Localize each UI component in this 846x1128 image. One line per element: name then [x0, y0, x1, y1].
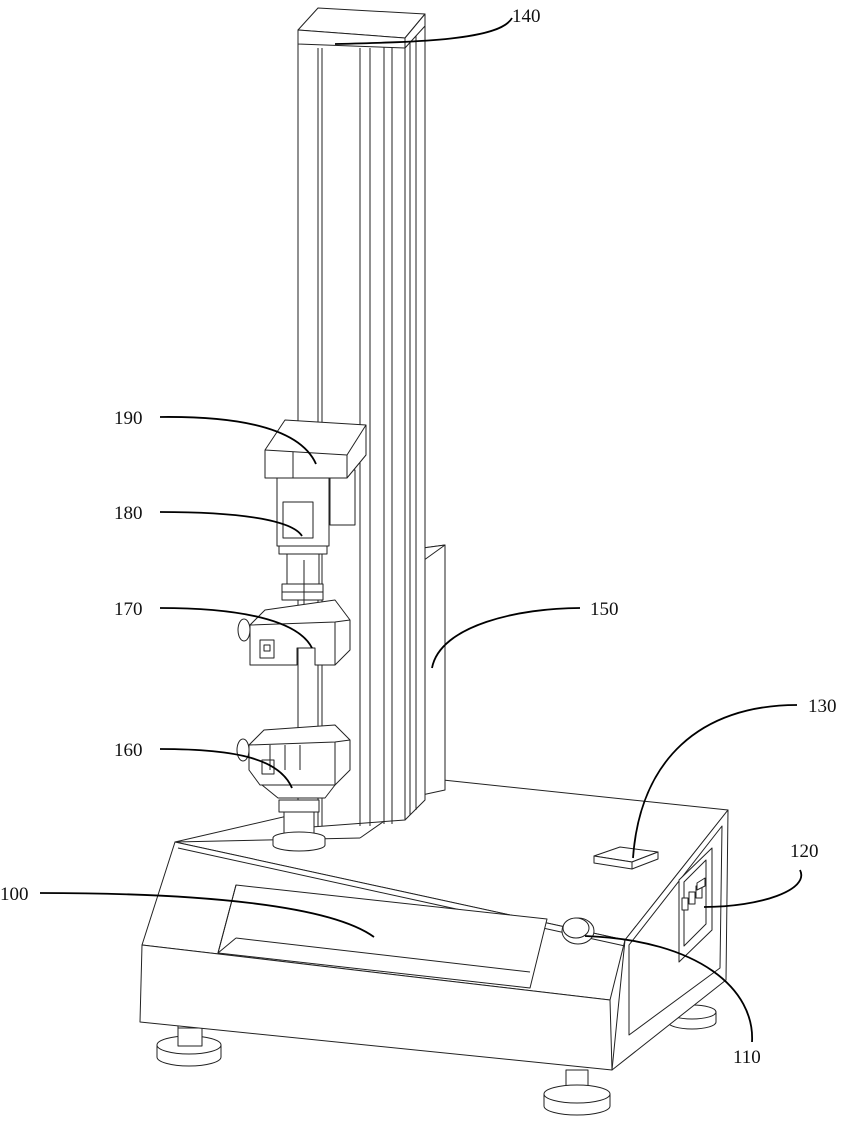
crosshead [264, 419, 367, 526]
label-160: 160 [114, 740, 143, 761]
load-sensor [276, 477, 330, 610]
label-190: 190 [114, 408, 143, 429]
leader-190 [159, 416, 317, 465]
switch-panel [678, 847, 713, 963]
control-knob [561, 917, 595, 945]
leader-140 [334, 17, 513, 45]
upper-clamp [237, 599, 351, 666]
leader-130 [632, 704, 798, 859]
label-140: 140 [512, 6, 541, 27]
leader-180 [159, 511, 303, 537]
label-150: 150 [590, 599, 619, 620]
label-170: 170 [114, 599, 143, 620]
foot-front-right [543, 1069, 611, 1116]
lower-clamp [236, 724, 351, 799]
lower-fixture [272, 799, 326, 852]
label-180: 180 [114, 503, 143, 524]
label-120: 120 [790, 841, 819, 862]
label-100: 100 [0, 884, 29, 905]
label-130: 130 [808, 696, 837, 717]
leader-100 [39, 892, 375, 938]
label-110: 110 [733, 1047, 761, 1068]
leader-170 [159, 607, 313, 649]
leader-120 [703, 869, 803, 908]
leader-110 [584, 935, 753, 1043]
leader-160 [159, 748, 293, 789]
leader-150 [431, 607, 581, 669]
top-panel-button [593, 846, 659, 870]
vertical-column [297, 7, 426, 829]
